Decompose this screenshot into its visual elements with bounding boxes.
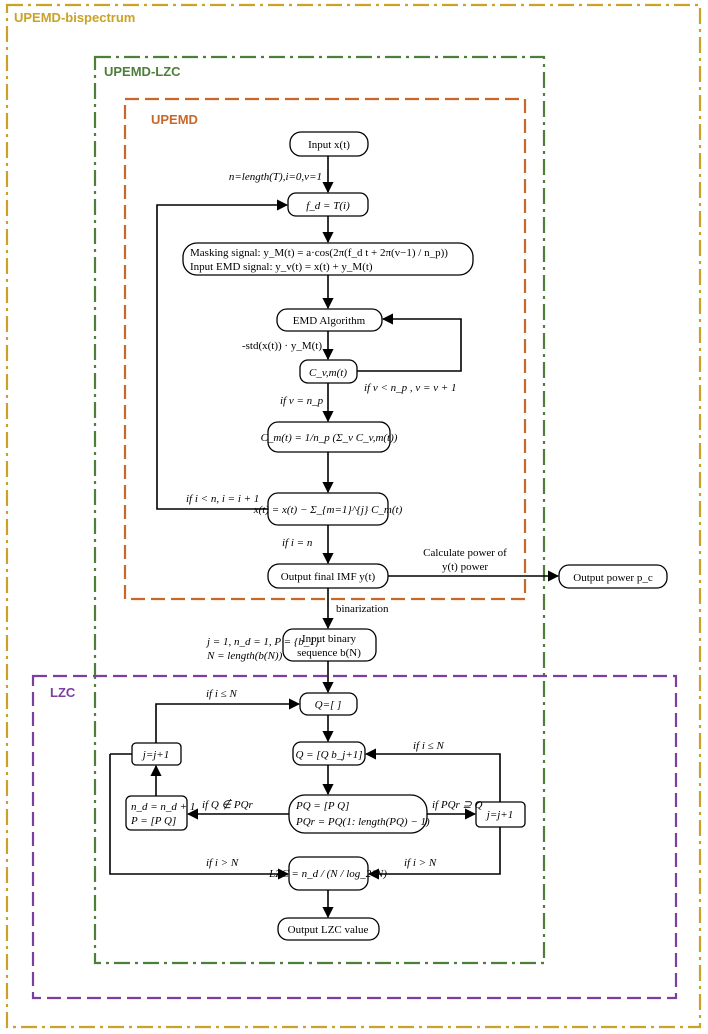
node-nd-text-1: n_d = n_d + 1 bbox=[131, 801, 195, 813]
frame-lzc-label: LZC bbox=[50, 685, 76, 700]
frame-lzc bbox=[31, 674, 678, 1000]
edge-i-loop bbox=[156, 199, 289, 510]
frame-upemd bbox=[123, 97, 527, 601]
node-pq-text-2: PQr = PQ(1: length(PQ) − 1) bbox=[295, 816, 430, 828]
node-q-update-text: Q = [Q b_j+1] bbox=[295, 749, 362, 761]
node-output-imf-text: Output final IMF y(t) bbox=[281, 571, 376, 583]
frame-upemd-bispectrum-label: UPEMD-bispectrum bbox=[14, 10, 135, 25]
label-calc-power-2: y(t) power bbox=[442, 561, 488, 573]
node-q-init-text: Q=[ ] bbox=[315, 699, 342, 711]
frame-upemd-label: UPEMD bbox=[151, 112, 198, 127]
node-pq-text-1: PQ = [P Q] bbox=[295, 800, 349, 812]
edge-jleft-qinit bbox=[155, 698, 301, 743]
node-nd-text-2: P = [P Q] bbox=[130, 815, 176, 827]
frame-upemd-bispectrum bbox=[5, 3, 702, 1029]
label-v-loop: if v < n_p , v = v + 1 bbox=[364, 382, 457, 394]
node-masking-text-2: Input EMD signal: y_v(t) = x(t) + y_M(t) bbox=[190, 261, 373, 273]
edge-right-lzc bbox=[367, 827, 501, 880]
node-binary-text-2: sequence b(N) bbox=[297, 647, 361, 659]
label-i-le-n-top: if i ≤ N bbox=[206, 688, 237, 700]
node-xt-text: x(t) = x(t) − Σ_{m=1}^{j} C_m(t) bbox=[253, 504, 403, 516]
edge-jright-qupdate bbox=[364, 748, 501, 802]
edge-left-lzc bbox=[109, 753, 288, 874]
node-emd-text: EMD Algorithm bbox=[293, 315, 366, 327]
node-input-text: Input x(t) bbox=[308, 139, 350, 151]
frame-upemd-lzc-label: UPEMD-LZC bbox=[104, 64, 181, 79]
node-j-inc-left-text: j=j+1 bbox=[141, 749, 169, 761]
label-std: -std(x(t)) · y_M(t) bbox=[242, 340, 322, 352]
node-cm-text: C_m(t) = 1/n_p (Σ_v C_v,m(t)) bbox=[261, 432, 398, 444]
node-j-inc-right-text: j=j+1 bbox=[485, 809, 513, 821]
label-i-eq: if i = n bbox=[282, 537, 313, 549]
node-masking-text-1: Masking signal: y_M(t) = a·cos(2π(f_d t … bbox=[190, 247, 448, 259]
edge-v-loop bbox=[357, 313, 462, 372]
label-lzc-init-2: N = length(b(N)) bbox=[206, 650, 283, 662]
node-input bbox=[289, 131, 369, 157]
node-output-power-text: Output power p_c bbox=[573, 572, 653, 584]
label-i-gt-n-left: if i > N bbox=[206, 857, 239, 869]
label-i-gt-n-right: if i > N bbox=[404, 857, 437, 869]
label-init: n=length(T),i=0,v=1 bbox=[229, 171, 322, 183]
label-binarization: binarization bbox=[336, 603, 389, 615]
frame-upemd-lzc bbox=[93, 55, 546, 965]
label-i-loop: if i < n, i = i + 1 bbox=[186, 493, 259, 505]
node-binary-text-1: Input binary bbox=[302, 633, 357, 645]
node-fd-text: f_d = T(i) bbox=[306, 200, 350, 212]
label-calc-power-1: Calculate power of bbox=[423, 547, 507, 559]
node-cvm-text: C_v,m(t) bbox=[309, 367, 347, 379]
label-v-eq: if v = n_p bbox=[280, 395, 324, 407]
label-q-notin: if Q ∉ PQr bbox=[202, 798, 254, 811]
label-pqr-contains: if PQr ⊇ Q bbox=[432, 799, 483, 811]
label-lzc-init-1: j = 1, n_d = 1, P = {b_1} bbox=[205, 636, 320, 648]
label-i-le-n-right: if i ≤ N bbox=[413, 740, 444, 752]
node-output-lzc-text: Output LZC value bbox=[288, 924, 369, 936]
